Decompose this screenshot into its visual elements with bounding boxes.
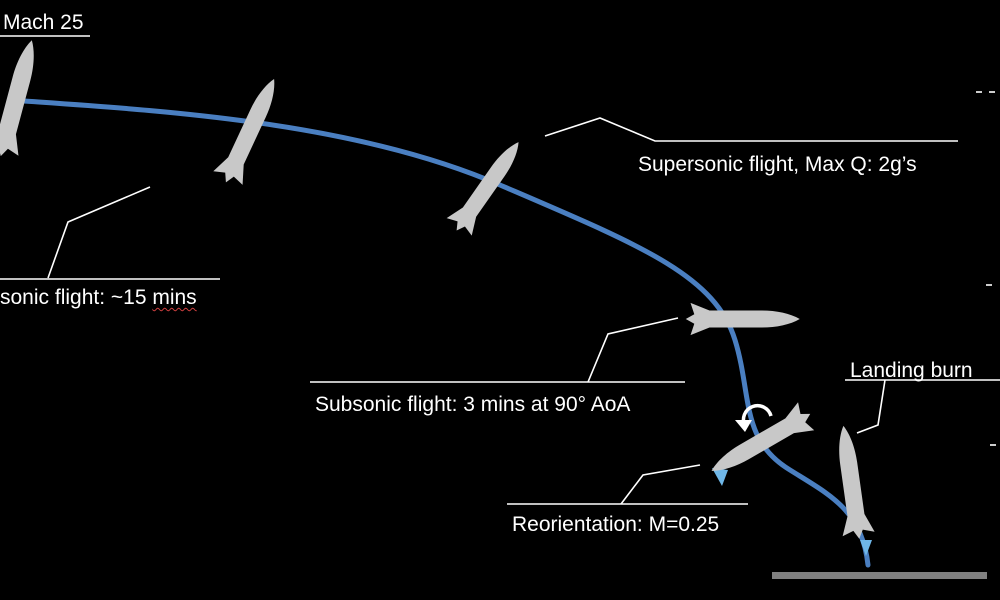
rocket-icon [685, 302, 800, 336]
circular-arrow-icon [735, 403, 773, 432]
hypersonic-leader [47, 186, 151, 279]
subsonic-label: Subsonic flight: 3 mins at 90° AoA [315, 393, 631, 416]
rocket-icon [0, 35, 49, 161]
supersonic-leader [544, 117, 958, 142]
hypersonic-label: sonic flight: ~15 mins [0, 287, 197, 308]
thrust-flame-landing [860, 540, 872, 556]
subsonic-leader [587, 317, 679, 383]
mach-label: Mach 25 [3, 11, 84, 34]
thrust-flame [712, 468, 728, 486]
rocket-icon [444, 133, 532, 240]
hypersonic-label-text: sonic flight: ~15 [0, 286, 153, 309]
landing-label: Landing burn [850, 359, 973, 382]
rocket-icon [211, 72, 289, 190]
landing-pad [772, 572, 987, 579]
reorientation-label: Reorientation: M=0.25 [512, 513, 720, 536]
rocket-icon [827, 423, 876, 541]
landing-leader [856, 379, 886, 434]
hypersonic-label-mins: mins [152, 286, 197, 309]
supersonic-label: Supersonic flight, Max Q: 2g’s [638, 153, 917, 176]
reorientation-leader [620, 464, 701, 505]
right-edge-ticks [976, 91, 996, 446]
